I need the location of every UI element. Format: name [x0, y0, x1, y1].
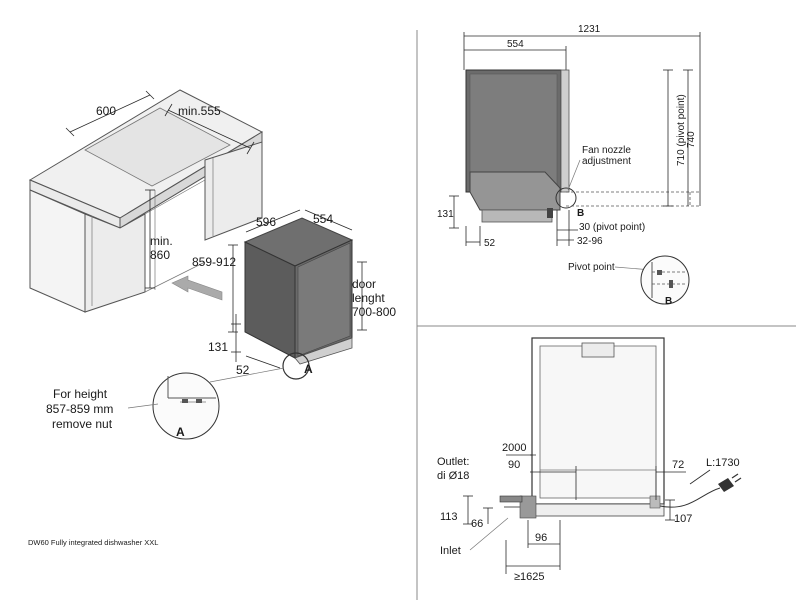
detail-b-marker: B	[577, 208, 584, 219]
dim-1231: 1231	[578, 24, 601, 35]
cabinet-dimensions	[65, 90, 255, 289]
door-length-3: 700-800	[352, 305, 396, 319]
detail-a-circle	[282, 352, 310, 380]
dim-113: 113	[440, 511, 458, 523]
detail-b-circle	[555, 187, 577, 209]
dim-foot: 52	[236, 363, 250, 377]
outlet-label-1: Outlet:	[437, 456, 469, 468]
note-line-3: remove nut	[52, 417, 113, 431]
caption: DW60 Fully integrated dishwasher XXL	[28, 538, 158, 547]
detail-b-view	[640, 255, 690, 305]
dishwasher-iso	[243, 217, 354, 380]
front-view-body	[504, 337, 665, 519]
dim-30-pivot: 30 (pivot point)	[579, 222, 645, 233]
pivot-point-label: Pivot point	[568, 262, 615, 273]
plug-icon	[718, 473, 742, 492]
dim-72: 72	[672, 459, 684, 471]
side-view-body	[465, 69, 700, 223]
dim-107: 107	[674, 513, 692, 525]
fan-nozzle-1: Fan nozzle	[582, 145, 631, 156]
dim-niche-height-1: min.	[150, 234, 173, 248]
dim-96: 96	[535, 532, 547, 544]
dim-cabinet-depth: 600	[96, 104, 116, 118]
outlet-hose	[499, 495, 523, 503]
dim-52-side: 52	[484, 238, 496, 249]
power-cable	[659, 487, 721, 508]
dim-1625: ≥1625	[514, 571, 545, 583]
cable-length: L:1730	[706, 457, 740, 469]
dim-710: 710 (pivot point)	[676, 94, 687, 166]
front-view-dims	[463, 454, 711, 574]
door-length-1: door	[352, 277, 376, 291]
dim-niche-height-2: 860	[150, 248, 170, 262]
detail-b-callout: B	[665, 296, 672, 307]
dim-height-range: 859-912	[192, 255, 236, 269]
fan-nozzle-2: adjustment	[582, 156, 631, 167]
dim-131-side: 131	[437, 209, 454, 220]
dim-554-side: 554	[507, 39, 524, 50]
outlet-label-2: di Ø18	[437, 470, 469, 482]
dim-740: 740	[686, 131, 697, 148]
dim-66: 66	[471, 518, 483, 530]
side-view-dims-right	[663, 69, 693, 207]
dim-2000: 2000	[502, 442, 526, 454]
dim-90: 90	[508, 459, 520, 471]
note-line-2: 857-859 mm	[46, 402, 113, 416]
detail-a-marker: A	[304, 362, 313, 376]
detail-a-callout: A	[176, 425, 185, 439]
dishwasher-dimensions	[228, 209, 367, 369]
dim-unit-width: 596	[256, 215, 276, 229]
dim-plinth: 131	[208, 340, 228, 354]
detail-a-view	[152, 367, 285, 440]
dim-cabinet-width: min.555	[178, 104, 221, 118]
insert-arrow-icon	[171, 275, 223, 301]
door-length-2: lenght	[352, 291, 385, 305]
dim-32-96: 32-96	[577, 236, 603, 247]
side-view-dims-top	[463, 32, 701, 206]
kitchen-cabinet	[28, 89, 264, 313]
inlet-label: Inlet	[440, 545, 461, 557]
dim-unit-depth: 554	[313, 212, 333, 226]
note-line-1: For height	[53, 387, 108, 401]
side-view-dims-bottom	[449, 195, 578, 246]
